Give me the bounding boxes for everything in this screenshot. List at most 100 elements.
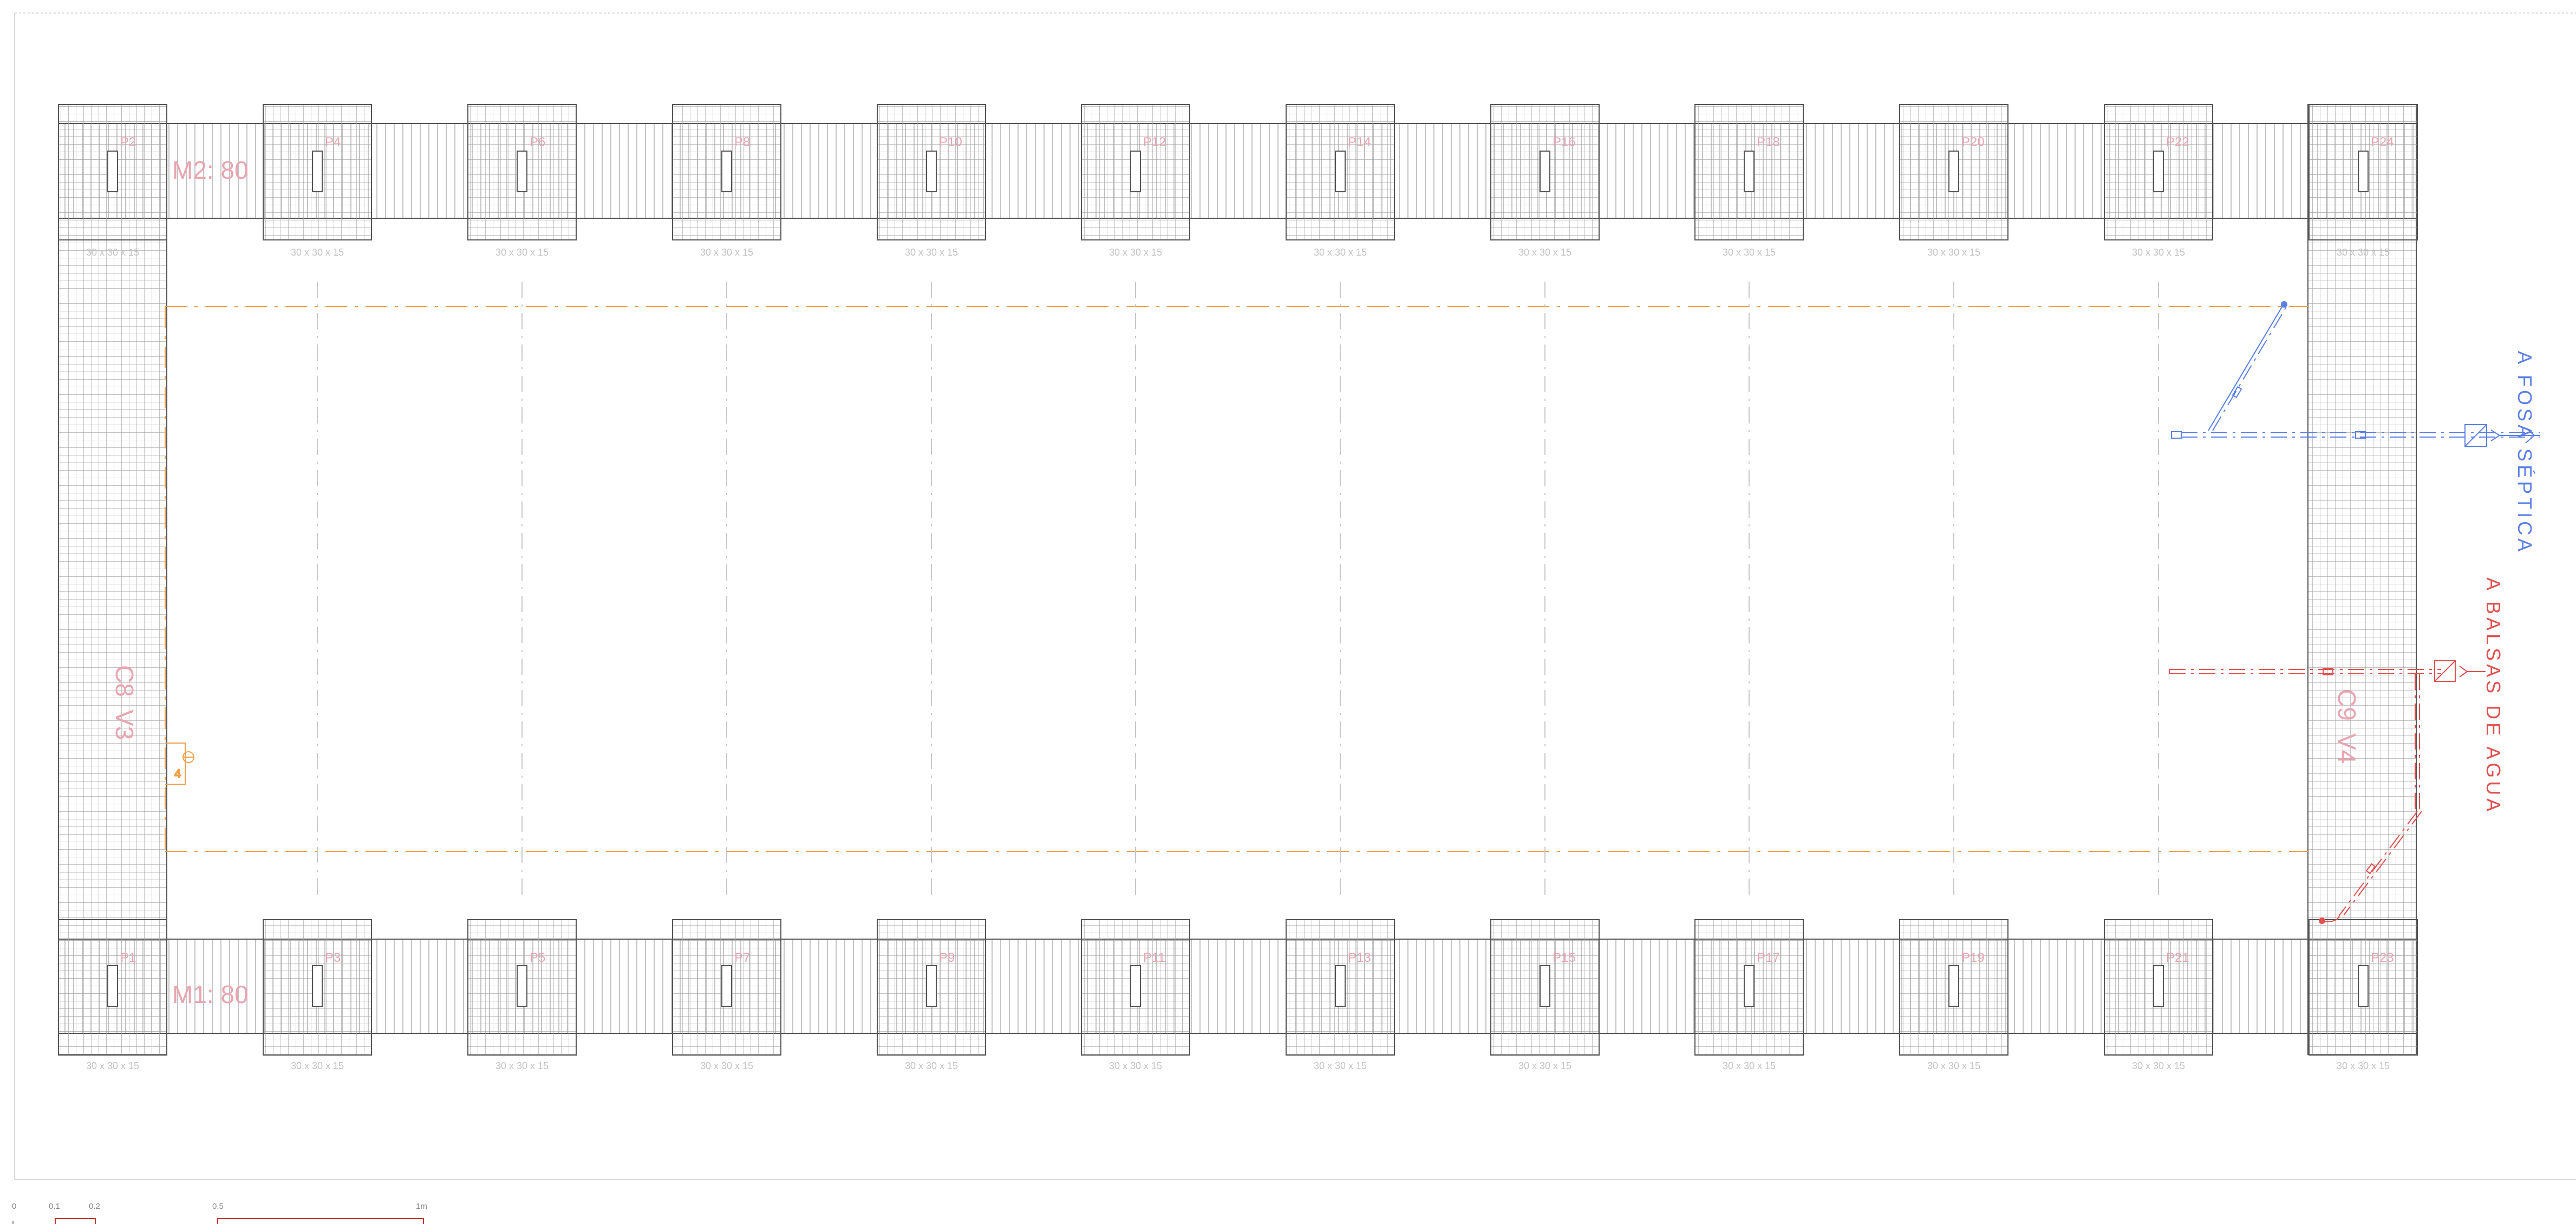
pile-dimension: 30 x 30 x 15 <box>1518 247 1571 258</box>
pile-dimension: 30 x 30 x 15 <box>2337 247 2390 258</box>
beam-bottom <box>58 939 2418 1034</box>
beam-label-right-v4: V4 <box>2333 733 2361 764</box>
pile-label: P12 <box>1143 135 1166 149</box>
pile-dimension: 30 x 30 x 15 <box>1518 1060 1571 1071</box>
pile-section <box>1540 965 1550 1007</box>
pile-label: P24 <box>2371 135 2394 149</box>
beam-label-top: M2: 80 <box>172 156 249 184</box>
pile-dimension: 30 x 30 x 15 <box>2132 1060 2185 1071</box>
pile-section <box>1335 965 1346 1007</box>
pile-label: P19 <box>1961 950 1985 965</box>
grade-beams <box>58 104 2418 1055</box>
pile-cap-p2: P2 30 x 30 x 15 <box>58 104 167 258</box>
pile-dimension: 30 x 30 x 15 <box>291 247 344 258</box>
pile-label: P14 <box>1348 135 1371 149</box>
pile-cap-outline <box>467 919 577 1056</box>
pile-section <box>926 151 937 192</box>
pile-dimension: 30 x 30 x 15 <box>1314 1060 1367 1071</box>
pile-label: P9 <box>939 950 955 965</box>
pile-section <box>1335 151 1346 192</box>
water-run-label: A BALSAS DE AGUA <box>2482 577 2505 815</box>
pile-section <box>312 151 323 192</box>
beam-label-left-v3: V3 <box>110 709 139 740</box>
pile-section <box>1744 151 1755 192</box>
pile-dimension: 30 x 30 x 15 <box>2132 247 2185 258</box>
pile-section <box>107 965 118 1007</box>
pile-dimension: 30 x 30 x 15 <box>905 247 958 258</box>
septic-run-label: A FOSA SÉPTICA <box>2514 351 2536 555</box>
scale-tick-0-1: 0.1 <box>49 1202 60 1211</box>
pile-section <box>312 965 323 1007</box>
pile-dimension: 30 x 30 x 15 <box>86 247 139 258</box>
pile-cap-p12: P12 30 x 30 x 15 <box>1081 104 1190 258</box>
pile-dimension: 30 x 30 x 15 <box>1109 247 1162 258</box>
beam-top <box>58 123 2418 219</box>
pile-section <box>926 965 937 1007</box>
pile-dimension: 30 x 30 x 15 <box>1723 247 1776 258</box>
pile-cap-p9: P9 30 x 30 x 15 <box>877 919 986 1071</box>
pile-dimension: 30 x 30 x 15 <box>905 1060 958 1071</box>
scale-tick-0-2: 0.2 <box>89 1202 100 1211</box>
pile-section <box>2358 151 2369 192</box>
pile-dimension: 30 x 30 x 15 <box>291 1060 344 1071</box>
beam-label-right-c9: C9 <box>2333 689 2361 721</box>
pile-label: P15 <box>1553 950 1576 965</box>
pile-section <box>1130 965 1141 1007</box>
pile-label: P22 <box>2166 135 2189 149</box>
pile-section <box>517 965 527 1007</box>
pile-cap-p15: P15 30 x 30 x 15 <box>1490 919 1600 1071</box>
pile-cap-p21: P21 30 x 30 x 15 <box>2104 919 2213 1071</box>
pile-section <box>1130 151 1141 192</box>
pile-label: P17 <box>1757 950 1780 965</box>
pile-cap-outline <box>1081 104 1190 240</box>
beam-left <box>58 104 167 1055</box>
pile-dimension: 30 x 30 x 15 <box>86 1060 139 1071</box>
grid-axes <box>317 282 2159 899</box>
pile-dimension: 30 x 30 x 15 <box>2337 1060 2390 1071</box>
beam-labels: M2: 80 M1: 80 C8 V3 C9 V4 <box>110 156 2361 1008</box>
pile-section <box>721 965 732 1007</box>
pile-cap-p6: P6 30 x 30 x 15 <box>467 104 577 258</box>
pile-dimension: 30 x 30 x 15 <box>1314 247 1367 258</box>
pile-label: P7 <box>734 950 750 965</box>
pile-label: P21 <box>2166 950 2189 965</box>
pile-dimension: 30 x 30 x 15 <box>700 1060 753 1071</box>
pile-section <box>1540 151 1550 192</box>
pile-dimension: 30 x 30 x 15 <box>1723 1060 1776 1071</box>
pile-section <box>1744 965 1755 1007</box>
pile-label: P16 <box>1553 135 1576 149</box>
scale-bar-short <box>55 1218 96 1224</box>
beam-label-bottom: M1: 80 <box>172 980 249 1008</box>
pile-dimension: 30 x 30 x 15 <box>495 1060 549 1071</box>
pile-section <box>2153 965 2164 1007</box>
orange-axis-lines <box>165 306 2308 852</box>
pile-label: P11 <box>1143 950 1165 965</box>
pile-cap-p14: P14 30 x 30 x 15 <box>1286 104 1395 258</box>
pile-dimension: 30 x 30 x 15 <box>1927 1060 1980 1071</box>
pile-section <box>721 151 732 192</box>
pile-cap-p19: P19 30 x 30 x 15 <box>1899 919 2008 1071</box>
pile-section <box>2358 965 2369 1007</box>
scale-tick-0-5: 0.5 <box>212 1202 224 1211</box>
orange-tag: 4 <box>174 767 181 780</box>
pile-dimension: 30 x 30 x 15 <box>495 247 549 258</box>
pile-label: P2 <box>120 135 136 149</box>
pile-label: P6 <box>530 135 545 149</box>
pile-dimension: 30 x 30 x 15 <box>1109 1060 1162 1071</box>
drawing-frame <box>14 12 2576 1180</box>
pile-section <box>517 151 527 192</box>
pile-cap-p17: P17 30 x 30 x 15 <box>1694 919 1804 1071</box>
beam-label-left-c8: C8 <box>110 665 139 697</box>
pile-dimension: 30 x 30 x 15 <box>700 247 753 258</box>
pile-section <box>1948 965 1959 1007</box>
